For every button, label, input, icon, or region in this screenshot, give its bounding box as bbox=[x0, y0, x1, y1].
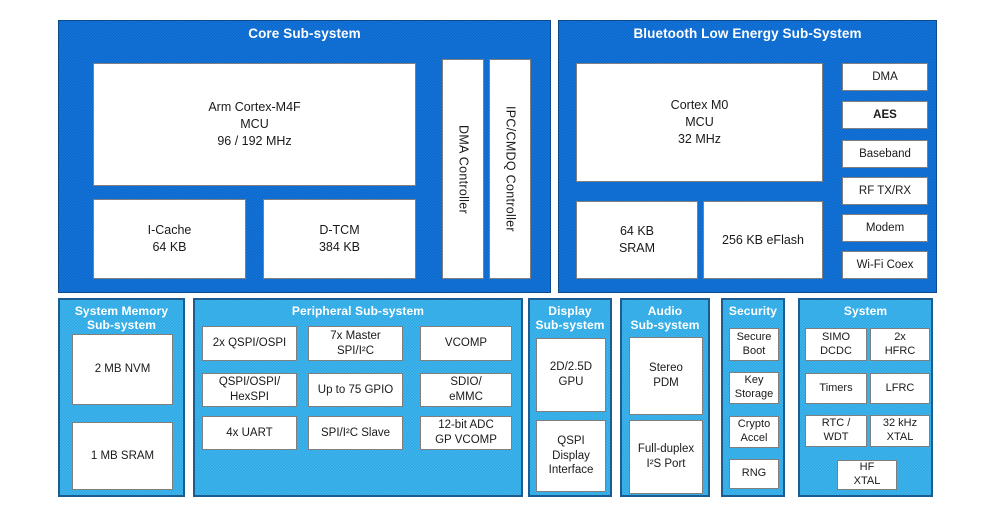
adc-gp-vcomp-block: 12-bit ADC GP VCOMP bbox=[420, 416, 512, 450]
rng-block: RNG bbox=[729, 459, 779, 489]
ble-subsystem-title: Bluetooth Low Energy Sub-System bbox=[633, 26, 862, 41]
crypto-accel-block: Crypto Accel bbox=[729, 416, 779, 448]
secure-boot-block: Secure Boot bbox=[729, 328, 779, 361]
nvm-block: 2 MB NVM bbox=[72, 334, 173, 405]
hexspi-block: QSPI/OSPI/ HexSPI bbox=[202, 373, 297, 407]
master-spi-i2c-block: 7x Master SPI/I²C bbox=[308, 326, 403, 361]
memory-subsystem-panel: System Memory Sub-system 2 MB NVM 1 MB S… bbox=[58, 298, 185, 497]
hfrc-block: 2x HFRC bbox=[870, 328, 930, 361]
system-title: System bbox=[843, 304, 888, 318]
dtcm-block: D-TCM 384 KB bbox=[263, 199, 416, 279]
ble-eflash-block: 256 KB eFlash bbox=[703, 201, 823, 279]
vcomp-block: VCOMP bbox=[420, 326, 512, 361]
ble-wifi-coex-block: Wi-Fi Coex bbox=[842, 251, 928, 279]
spi-i2c-slave-block: SPI/I²C Slave bbox=[308, 416, 403, 450]
xtal-32khz-block: 32 kHz XTAL bbox=[870, 415, 930, 447]
timers-block: Timers bbox=[805, 373, 867, 404]
cortex-m0-block: Cortex M0 MCU 32 MHz bbox=[576, 63, 823, 182]
cortex-m4f-block: Arm Cortex-M4F MCU 96 / 192 MHz bbox=[93, 63, 416, 186]
ble-subsystem-panel: Bluetooth Low Energy Sub-System Cortex M… bbox=[558, 20, 937, 293]
qspi-ospi-block: 2x QSPI/OSPI bbox=[202, 326, 297, 361]
hf-xtal-block: HF XTAL bbox=[837, 460, 897, 490]
audio-subsystem-title: Audio Sub-system bbox=[630, 304, 700, 333]
ble-aes-block: AES bbox=[842, 101, 928, 129]
sram-block: 1 MB SRAM bbox=[72, 422, 173, 490]
sdio-emmc-block: SDIO/ eMMC bbox=[420, 373, 512, 407]
ble-dma-block: DMA bbox=[842, 63, 928, 91]
memory-subsystem-title: System Memory Sub-system bbox=[74, 304, 169, 333]
display-subsystem-panel: Display Sub-system 2D/2.5D GPU QSPI Disp… bbox=[528, 298, 612, 497]
core-subsystem-title: Core Sub-system bbox=[248, 26, 361, 41]
key-storage-block: Key Storage bbox=[729, 372, 779, 404]
icache-block: I-Cache 64 KB bbox=[93, 199, 246, 279]
peripheral-subsystem-title: Peripheral Sub-system bbox=[291, 304, 425, 318]
simo-dcdc-block: SIMO DCDC bbox=[805, 328, 867, 361]
audio-subsystem-panel: Audio Sub-system Stereo PDM Full-duplex … bbox=[620, 298, 710, 497]
dma-controller-block: DMA Controller bbox=[442, 59, 484, 279]
uart-block: 4x UART bbox=[202, 416, 297, 450]
system-panel: System SIMO DCDC 2x HFRC Timers LFRC RTC… bbox=[798, 298, 933, 497]
security-panel: Security Secure Boot Key Storage Crypto … bbox=[721, 298, 785, 497]
stereo-pdm-block: Stereo PDM bbox=[629, 337, 703, 415]
i2s-port-block: Full-duplex I²S Port bbox=[629, 420, 703, 494]
ipc-cmdq-controller-block: IPC/CMDQ Controller bbox=[489, 59, 531, 279]
display-subsystem-title: Display Sub-system bbox=[535, 304, 605, 333]
security-title: Security bbox=[728, 304, 778, 318]
gpu-block: 2D/2.5D GPU bbox=[536, 338, 606, 412]
ble-modem-block: Modem bbox=[842, 214, 928, 242]
ble-baseband-block: Baseband bbox=[842, 140, 928, 168]
qspi-display-interface-block: QSPI Display Interface bbox=[536, 420, 606, 492]
lfrc-block: LFRC bbox=[870, 373, 930, 404]
ble-rf-txrx-block: RF TX/RX bbox=[842, 177, 928, 205]
rtc-wdt-block: RTC / WDT bbox=[805, 415, 867, 447]
core-subsystem-panel: Core Sub-system Arm Cortex-M4F MCU 96 / … bbox=[58, 20, 551, 293]
peripheral-subsystem-panel: Peripheral Sub-system 2x QSPI/OSPI 7x Ma… bbox=[193, 298, 523, 497]
gpio-block: Up to 75 GPIO bbox=[308, 373, 403, 407]
ble-sram-block: 64 KB SRAM bbox=[576, 201, 698, 279]
